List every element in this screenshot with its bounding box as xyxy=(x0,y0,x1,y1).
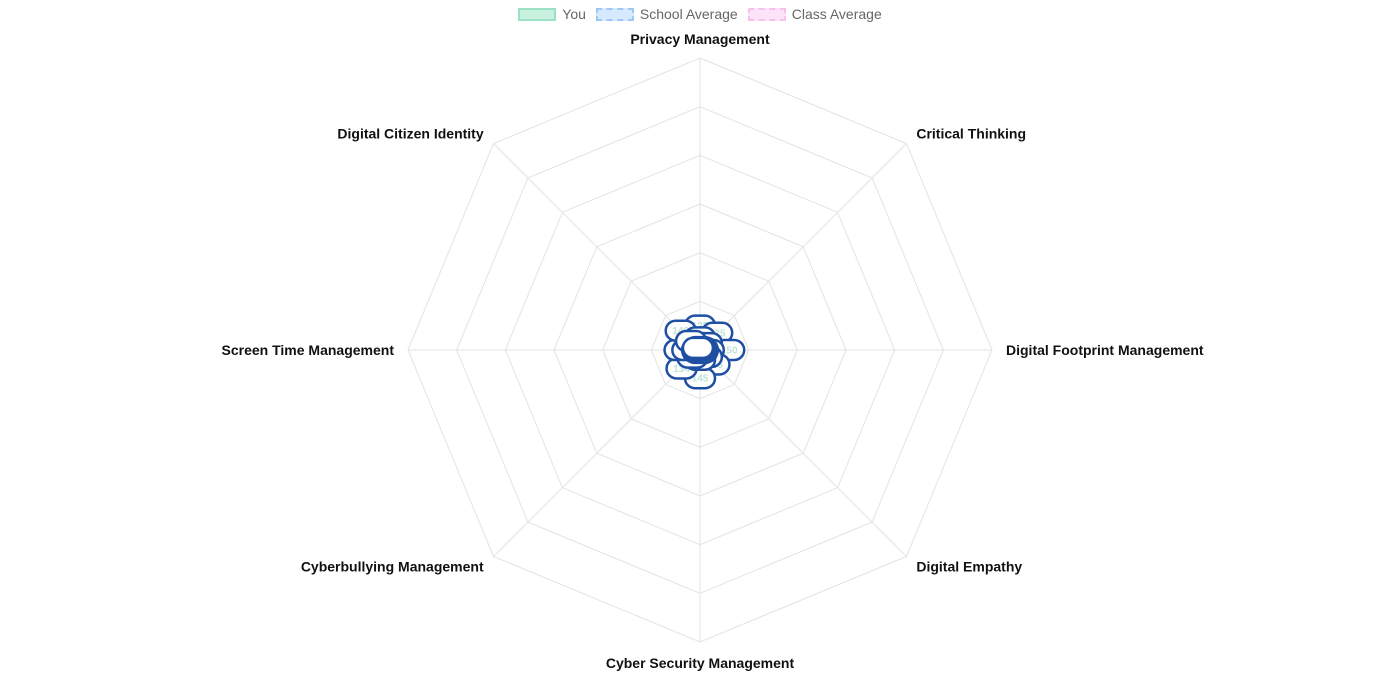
axis-label: Cyberbullying Management xyxy=(301,558,484,574)
axis-label: Cyber Security Management xyxy=(606,655,795,671)
legend-swatch-you xyxy=(518,7,557,21)
legend-label-class-average: Class Average xyxy=(791,6,882,22)
axis-label: Digital Citizen Identity xyxy=(337,126,483,142)
legend-label-you: You xyxy=(562,6,586,22)
data-point[interactable] xyxy=(681,336,715,360)
chart-legend: You School Average Class Average xyxy=(0,6,1400,22)
axis-label: Digital Footprint Management xyxy=(1006,342,1204,358)
grid-spoke xyxy=(699,143,907,351)
data-label: 150 xyxy=(721,346,738,357)
grid-spoke xyxy=(699,349,907,557)
data-label: 134 xyxy=(673,364,690,375)
grid-spoke xyxy=(493,143,701,351)
axis-label: Screen Time Management xyxy=(222,342,395,358)
data-label: 145 xyxy=(692,374,709,385)
legend-item-class-average[interactable]: Class Average xyxy=(747,6,882,22)
axis-label: Privacy Management xyxy=(630,31,770,47)
legend-item-you[interactable]: You xyxy=(518,6,586,22)
legend-swatch-school-average xyxy=(595,7,634,21)
axis-label: Critical Thinking xyxy=(916,126,1026,142)
axis-label: Digital Empathy xyxy=(916,558,1022,574)
legend-item-school-average[interactable]: School Average xyxy=(595,6,738,22)
legend-label-school-average: School Average xyxy=(639,6,738,22)
legend-swatch-class-average xyxy=(747,7,786,21)
grid-spoke xyxy=(493,349,701,557)
